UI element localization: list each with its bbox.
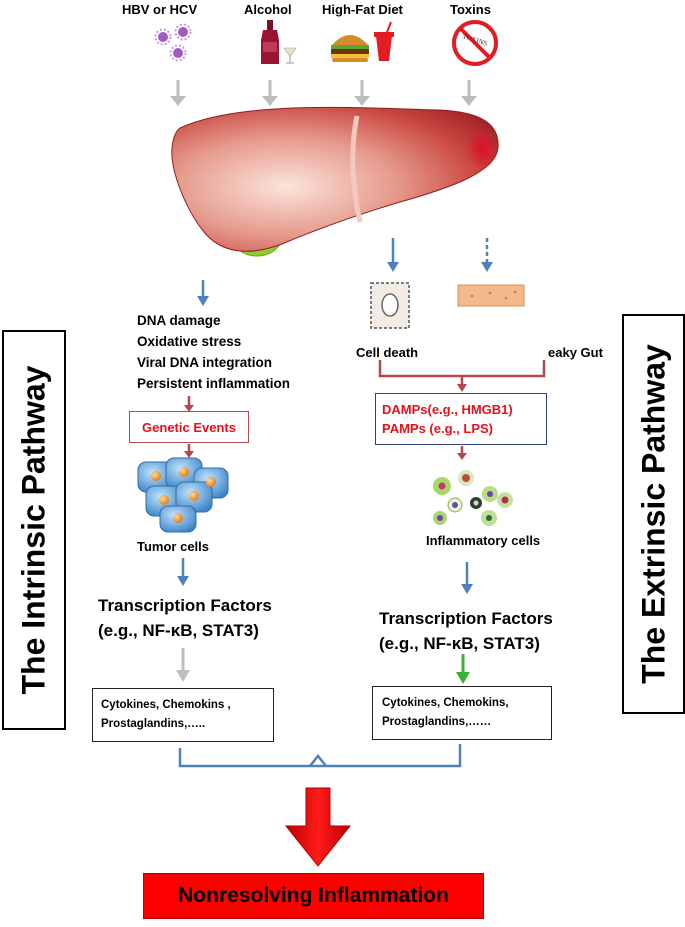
injury-item: Viral DNA integration: [137, 355, 273, 370]
gut-tissue-icon: [457, 284, 525, 307]
extrinsic-pathway-title: The Extrinsic Pathway: [635, 344, 671, 684]
tumor-cells-icon: [137, 457, 229, 533]
genetic-events-label: Genetic Events: [142, 420, 236, 435]
inflammatory-cells-label: Inflammatory cells: [426, 533, 541, 548]
extrinsic-pathway-label: The Extrinsic Pathway: [622, 314, 685, 714]
mediators-line-1: Cytokines, Chemokins,: [382, 697, 509, 709]
injury-list: DNA damage Oxidative stress Viral DNA in…: [137, 310, 290, 394]
cell-death-label: Cell death: [356, 345, 419, 360]
outcome-label: Nonresolving Inflammation: [178, 884, 449, 907]
outcome-box: Nonresolving Inflammation: [143, 873, 484, 919]
injury-item: Oxidative stress: [137, 334, 242, 349]
extrinsic-transcription-factors: Transcription Factors (e.g., NF-κB, STAT…: [379, 606, 553, 656]
tf-title: Transcription Factors: [98, 596, 272, 615]
virus-icon: [154, 23, 192, 62]
injury-item: Persistent inflammation: [137, 376, 291, 391]
mediators-text: Cytokines, Chemokins, Prostaglandins,……: [382, 694, 509, 732]
damps-pamps-box: DAMPs(e.g., HMGB1) PAMPs (e.g., LPS): [375, 393, 547, 445]
cause-arrows: [170, 80, 477, 106]
intrinsic-arrows: [176, 280, 209, 682]
intrinsic-pathway-label: The Intrinsic Pathway: [2, 330, 66, 730]
big-red-arrow: [284, 787, 352, 867]
wine-icon: [261, 20, 297, 64]
extrinsic-mediators-box: Cytokines, Chemokins, Prostaglandins,……: [372, 686, 552, 740]
mediators-line-2: Prostaglandins,……: [382, 716, 492, 728]
extrinsic-arrows: [378, 238, 546, 684]
cause-label-high-fat-diet: High-Fat Diet: [322, 2, 403, 17]
damps-label: DAMPs(e.g., HMGB1): [382, 402, 513, 417]
inflammatory-cells-icon: [433, 470, 513, 526]
liver-illustration: [171, 106, 499, 257]
tumor-cells-label: Tumor cells: [137, 539, 210, 554]
mediators-line-2: Prostaglandins,…..: [101, 718, 206, 730]
cause-label-alcohol: Alcohol: [244, 2, 292, 17]
no-toxins-icon: [452, 20, 498, 66]
leaky-gut-label: eaky Gut: [548, 345, 603, 360]
fast-food-icon: [331, 21, 394, 62]
tf-examples: (e.g., NF-κB, STAT3): [379, 634, 540, 653]
tf-examples: (e.g., NF-κB, STAT3): [98, 621, 259, 640]
intrinsic-transcription-factors: Transcription Factors (e.g., NF-κB, STAT…: [98, 593, 272, 643]
tf-title: Transcription Factors: [379, 609, 553, 628]
pamps-label: PAMPs (e.g., LPS): [382, 421, 493, 436]
intrinsic-pathway-title: The Intrinsic Pathway: [15, 365, 52, 695]
mediators-line-1: Cytokines, Chemokins ,: [101, 699, 231, 711]
genetic-events-box: Genetic Events: [129, 411, 249, 443]
mediators-text: Cytokines, Chemokins , Prostaglandins,….…: [101, 696, 231, 734]
cause-label-hbv-hcv: HBV or HCV: [122, 2, 198, 17]
cause-label-toxins: Toxins: [450, 2, 491, 17]
intrinsic-mediators-box: Cytokines, Chemokins , Prostaglandins,….…: [92, 688, 274, 742]
dying-cell-icon: [370, 282, 410, 329]
merge-bracket: [178, 744, 462, 768]
injury-item: DNA damage: [137, 313, 221, 328]
